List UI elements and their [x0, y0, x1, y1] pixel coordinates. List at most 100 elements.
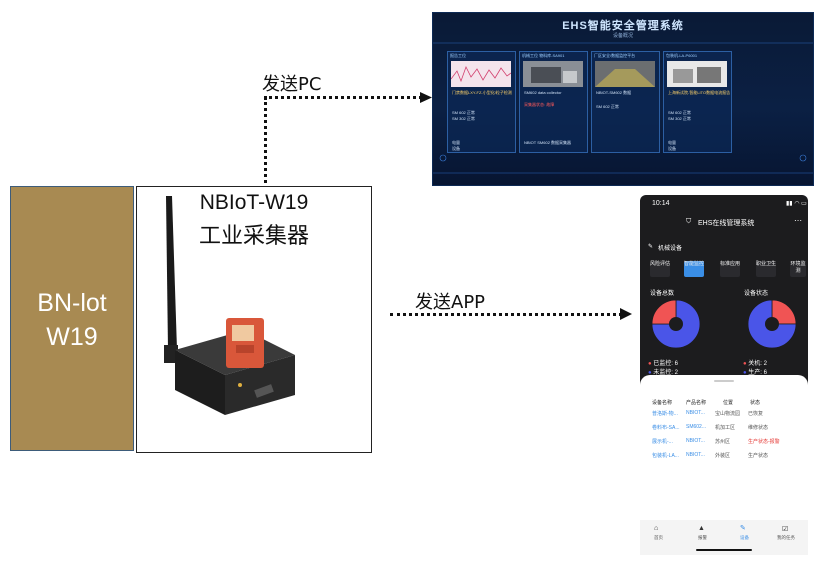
pie-slice — [651, 299, 701, 349]
arrow-pc-vertical — [264, 97, 267, 183]
table-cell: 宝山物流园 — [715, 411, 741, 417]
table-header: 产品名称 — [686, 400, 707, 406]
arrow-pc-head — [420, 92, 432, 103]
table-header: 位置 — [723, 400, 734, 406]
device-title: NBIoT-W19 — [199, 191, 309, 214]
pc-title: EHS智能安全管理系统 — [562, 20, 684, 32]
nav-alarm[interactable]: 报警 — [698, 535, 707, 540]
collector-device-image — [164, 196, 295, 415]
home-icon[interactable]: ⌂ — [654, 525, 659, 532]
legend-label: 关机: 2 — [748, 361, 767, 367]
shield-icon: ⛉ — [686, 218, 692, 225]
legend-item: ● 生产: 6 — [743, 367, 767, 376]
sheet-handle[interactable] — [714, 380, 734, 382]
pc-card-footer: NBIOT SM602 数据采集器 — [524, 140, 572, 145]
pc-card-line: SM 302 正常 — [452, 116, 475, 121]
legend-item: ● 关机: 2 — [743, 358, 767, 367]
pc-card-chart-image — [451, 61, 511, 87]
wrench-icon: ✎ — [648, 244, 654, 250]
alarm-icon[interactable]: ▲ — [698, 525, 705, 532]
pc-card-name: 上海新试院-智能LITO数据电流报告 — [668, 90, 731, 95]
pc-card-header: 报告工位 — [450, 53, 466, 58]
tab-environment[interactable]: 环境监测 — [790, 261, 806, 277]
table-cell-name[interactable]: 卷料布-SA... — [652, 425, 680, 431]
table-header: 设备名称 — [652, 400, 673, 406]
pc-decoration — [433, 42, 813, 174]
bn-iot-box — [10, 186, 134, 451]
table-cell: SM602... — [686, 424, 707, 430]
table-cell: 维修状态 — [748, 425, 769, 431]
pc-card-header: 厂区安全/数据监控平台 — [594, 53, 636, 58]
pc-card-name: SM602 data collector — [524, 90, 562, 95]
antenna-icon — [166, 196, 177, 350]
phone-time: 10:14 — [652, 200, 670, 207]
pc-card-line: SM 602 正常 — [668, 110, 691, 115]
more-icon[interactable]: ⋯ — [794, 216, 802, 225]
arrow-app-head — [620, 308, 632, 320]
chart1-title: 设备总数 — [650, 291, 675, 297]
legend-dot-icon: ● — [648, 361, 652, 367]
table-cell-name[interactable]: 普洛斯-物... — [652, 411, 678, 417]
table-cell-name[interactable]: 包装机-LA... — [652, 453, 679, 459]
pc-card-line: SM 602 正常 — [596, 104, 619, 109]
table-cell: 生产状态 — [748, 453, 769, 459]
pc-dashboard-screenshot: EHS智能安全管理系统 设备概况 报告工位 门禁数据LXY-FZ-小型化/粒子检… — [432, 12, 814, 186]
legend-dot-icon: ● — [743, 370, 747, 376]
legend-item: ● 已监控: 6 — [648, 358, 678, 367]
table-cell: 苏州区 — [715, 439, 731, 445]
bn-iot-label: BN-lot W19 — [10, 286, 134, 354]
bn-iot-line1: BN-lot — [37, 289, 107, 317]
legend-dot-icon: ● — [648, 370, 652, 376]
pc-card-header: 机械工位 物料库-SA901 — [522, 53, 565, 58]
pc-card: 报告工位 门禁数据LXY-FZ-小型化/粒子检测 SM 602 正常 SM 30… — [447, 51, 516, 153]
nav-device[interactable]: 设备 — [740, 535, 749, 540]
pc-card: 包装机-LA-P6001 上海新试院-智能LITO数据电流报告 SM 602 正… — [663, 51, 732, 153]
pc-card-line: SM 302 正常 — [668, 116, 691, 121]
device-subtitle: 工业采集器 — [198, 224, 309, 249]
pc-card: 机械工位 物料库-SA901 SM602 data collector 采集器状… — [519, 51, 588, 153]
pie-chart-total — [651, 299, 701, 349]
pc-card-header: 包装机-LA-P6001 — [666, 53, 698, 58]
table-cell: 生产状态-报警 — [748, 439, 780, 445]
nav-home[interactable]: 首页 — [654, 535, 663, 540]
device-list-sheet — [640, 375, 808, 525]
pc-card-name: 门禁数据LXY-FZ-小型化/粒子检测 — [452, 90, 512, 95]
table-cell: NBIOT... — [686, 452, 705, 458]
pc-card: 厂区安全/数据监控平台 NBIOT-SM602 数据 SM 602 正常 — [591, 51, 660, 153]
phone-status-icons: ▮▮ ◠ ▭ — [786, 201, 807, 207]
pie-slice — [747, 299, 797, 349]
pc-card-line: 采集器状态: 故障 — [524, 102, 555, 107]
table-cell: 外装区 — [715, 453, 731, 459]
pc-card-line: SM 602 正常 — [452, 110, 475, 115]
table-cell-name[interactable]: 展示机-... — [652, 439, 673, 445]
bn-iot-line2: W19 — [46, 323, 98, 351]
pc-subtitle: 设备概况 — [612, 33, 633, 39]
tab-monitor[interactable]: 智能监控 — [684, 261, 704, 277]
device-icon[interactable]: ✎ — [740, 525, 746, 532]
nav-tasks[interactable]: 我的任务 — [777, 535, 795, 540]
arrow-pc-horizontal — [264, 96, 422, 99]
pie-slice — [651, 299, 677, 325]
app-label: 发送APP — [415, 292, 486, 313]
phone-section-title: 机械设备 — [658, 246, 683, 252]
legend-label: 生产: 6 — [748, 370, 767, 376]
legend-item: ● 未监控: 2 — [648, 367, 678, 376]
pie-hole — [765, 317, 779, 331]
pc-label: 发送PC — [262, 74, 322, 95]
tab-risk[interactable]: 风险评估 — [650, 261, 670, 277]
tab-standard[interactable]: 标准应用 — [720, 261, 740, 277]
table-cell: NBIOT... — [686, 410, 705, 416]
pc-card-machine-image — [523, 61, 583, 87]
home-indicator — [696, 549, 752, 551]
tab-health[interactable]: 职业卫生 — [756, 261, 776, 277]
table-header: 状态 — [750, 400, 761, 406]
pc-card-footer: 电量 — [452, 140, 460, 145]
legend-label: 未监控: 2 — [653, 370, 678, 376]
table-cell: 机加工区 — [715, 425, 736, 431]
pc-card-footer: 设备 — [452, 146, 460, 151]
task-icon[interactable]: ☑ — [782, 526, 789, 533]
legend-label: 已监控: 6 — [653, 361, 678, 367]
pc-card-footer: 电量 — [668, 140, 676, 145]
chart2-title: 设备状态 — [744, 291, 769, 297]
pie-chart-status — [747, 299, 797, 349]
